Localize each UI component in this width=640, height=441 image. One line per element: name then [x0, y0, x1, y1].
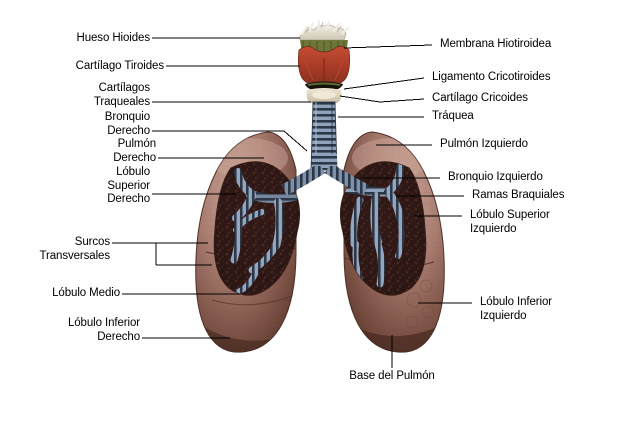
label-surcos-transversales[interactable]: Surcos Transversales [39, 236, 111, 262]
label-bronquio-izquierdo[interactable]: Bronquio Izquierdo [448, 171, 543, 183]
label-ligamento-cricotiroides[interactable]: Ligamento Cricotiroides [432, 71, 551, 83]
label-lobulo-inferior-izquierdo[interactable]: Lóbulo Inferior Izquierdo [480, 296, 553, 322]
label-pulmon-izquierdo[interactable]: Pulmón Izquierdo [440, 138, 528, 150]
label-bronquio-derecho[interactable]: Bronquio Derecho [104, 111, 150, 137]
label-lobulo-superior-derecho[interactable]: Lóbulo Superior Derecho [107, 166, 150, 205]
label-membrana-hiotiroidea[interactable]: Membrana Hiotiroidea [440, 38, 552, 50]
bronchi-shape [281, 154, 369, 196]
label-lobulo-medio[interactable]: Lóbulo Medio [52, 287, 120, 299]
left-lung-shape [340, 131, 445, 353]
label-base-del-pulmon[interactable]: Base del Pulmón [349, 370, 435, 382]
label-pulmon-derecho[interactable]: Pulmón Derecho [113, 138, 156, 164]
thyroid-cartilage-shape [297, 46, 351, 87]
label-cartilagos-traqueales[interactable]: Cartílagos Traqueales [93, 82, 150, 108]
larynx-group [297, 20, 351, 105]
label-hueso-hioides[interactable]: Hueso Hioides [76, 32, 151, 44]
label-traquea[interactable]: Tráquea [432, 110, 474, 122]
label-lobulo-inferior-derecho[interactable]: Lóbulo Inferior Derecho [67, 317, 140, 343]
hyoid-bone-shape [299, 20, 349, 41]
label-cartilago-tiroides[interactable]: Cartílago Tiroides [75, 60, 164, 72]
label-cartilago-cricoides[interactable]: Cartílago Cricoides [432, 92, 528, 104]
label-ramas-braquiales[interactable]: Ramas Braquiales [472, 189, 565, 201]
label-lobulo-superior-izquierdo[interactable]: Lóbulo Superior Izquierdo [470, 209, 550, 235]
